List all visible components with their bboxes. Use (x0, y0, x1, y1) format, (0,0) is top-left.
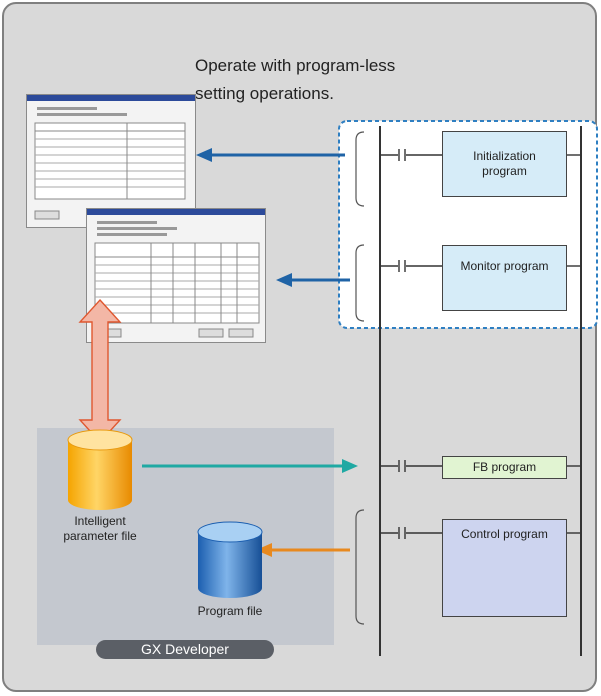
program-file-label: Program file (197, 604, 263, 618)
brace-initialization (355, 131, 365, 207)
arrow-to-program-file (256, 543, 350, 557)
monitor-program-label: Monitor program (460, 259, 549, 273)
arrow-to-settings-1 (196, 148, 345, 162)
intelligent-parameter-file-label: Intelligent parameter file (63, 514, 137, 543)
rung-control (380, 527, 581, 539)
settings-window-thumbnail-1 (26, 94, 196, 228)
fb-program-label: FB program (472, 460, 537, 474)
program-file-icon (197, 521, 263, 598)
initialization-program-label: Initialization program (473, 149, 536, 178)
gx-developer-label: GX Developer (96, 640, 274, 659)
arrow-to-settings-2 (276, 273, 350, 287)
rung-initialization (380, 149, 581, 161)
initialization-program-box: Initialization program (442, 131, 567, 197)
monitor-program-box: Monitor program (442, 245, 567, 311)
settings-table-thumbnail-2 (94, 221, 260, 338)
header-text: Operate with program-less setting operat… (195, 52, 395, 108)
double-arrow-link (78, 298, 122, 444)
control-program-label: Control program (461, 527, 548, 541)
rung-monitor (380, 260, 581, 272)
header-line-1: Operate with program-less (195, 56, 396, 75)
intelligent-parameter-file-icon (67, 429, 133, 510)
control-program-box: Control program (442, 519, 567, 617)
header-line-2: setting operations. (195, 84, 334, 103)
settings-table-thumbnail-1 (34, 107, 186, 220)
arrow-to-fb-program (142, 459, 358, 473)
fb-program-box: FB program (442, 456, 567, 479)
brace-monitor (355, 244, 365, 322)
rung-fb (380, 460, 581, 472)
brace-control (355, 509, 365, 625)
